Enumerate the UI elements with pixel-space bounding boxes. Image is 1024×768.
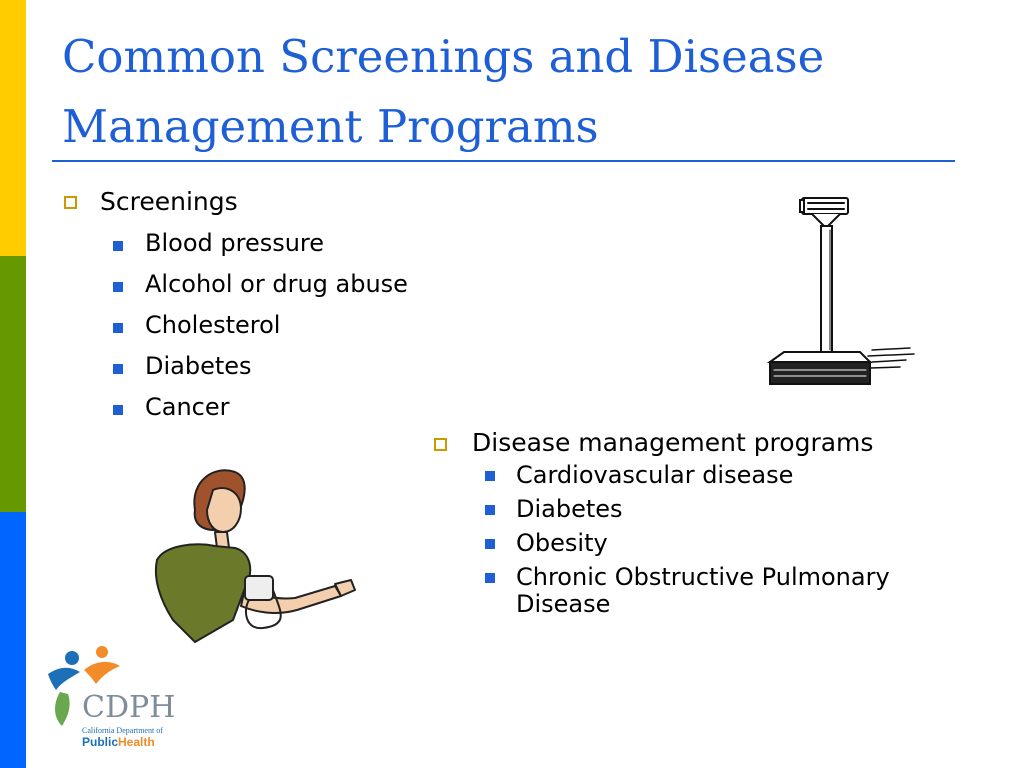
list-item-label: Alcohol or drug abuse (145, 270, 408, 298)
logo-health: Health (118, 735, 155, 749)
list-heading: Screenings (62, 187, 408, 218)
sidebar-stripe (0, 0, 26, 768)
list-item: Obesity (432, 530, 992, 564)
sidebar-green-segment (0, 256, 26, 512)
hollow-square-bullet-icon (64, 196, 77, 209)
list-heading: Disease management programs (432, 428, 992, 459)
logo-department: California Department of (82, 726, 163, 735)
list-item: Blood pressure (62, 228, 408, 269)
square-bullet-icon (485, 505, 495, 515)
square-bullet-icon (485, 573, 495, 583)
square-bullet-icon (113, 364, 123, 374)
list-item-label: Cholesterol (145, 311, 281, 339)
list-item: Cholesterol (62, 310, 408, 351)
sidebar-yellow-segment (0, 0, 26, 256)
list-item: Cancer (62, 392, 408, 433)
weighing-scale-illustration (766, 197, 915, 385)
hollow-square-bullet-icon (434, 438, 447, 451)
cdph-logo (48, 646, 120, 726)
square-bullet-icon (485, 471, 495, 481)
list-item: Cardiovascular disease (432, 462, 992, 496)
list-item-label: Blood pressure (145, 229, 325, 257)
logo-public-health: PublicHealth (82, 735, 155, 749)
square-bullet-icon (113, 282, 123, 292)
disease-programs-label: Disease management programs (472, 428, 874, 457)
list-item-label: Obesity (516, 529, 608, 557)
logo-public: Public (82, 735, 119, 749)
list-item-label: Cancer (145, 393, 230, 421)
square-bullet-icon (485, 539, 495, 549)
screenings-label: Screenings (100, 187, 238, 216)
square-bullet-icon (113, 405, 123, 415)
list-item: Diabetes (432, 496, 992, 530)
title-divider (52, 160, 955, 162)
list-item-label: Diabetes (145, 352, 252, 380)
square-bullet-icon (113, 241, 123, 251)
list-item-label: Diabetes (516, 495, 623, 523)
slide-title: Common Screenings and Disease Management… (62, 30, 825, 153)
logo-acronym: CDPH (82, 690, 176, 725)
list-item-label: Chronic Obstructive Pulmonary Disease (516, 563, 890, 618)
woman-blood-pressure-illustration (154, 469, 356, 643)
screenings-list: Screenings Blood pressure Alcohol or dru… (62, 187, 408, 433)
list-item: Chronic Obstructive Pulmonary Disease (432, 564, 976, 618)
list-item: Alcohol or drug abuse (62, 269, 408, 310)
list-item: Diabetes (62, 351, 408, 392)
list-item-label: Cardiovascular disease (516, 461, 794, 489)
square-bullet-icon (113, 323, 123, 333)
disease-programs-list: Disease management programs Cardiovascul… (432, 428, 992, 618)
sidebar-blue-segment (0, 512, 26, 768)
